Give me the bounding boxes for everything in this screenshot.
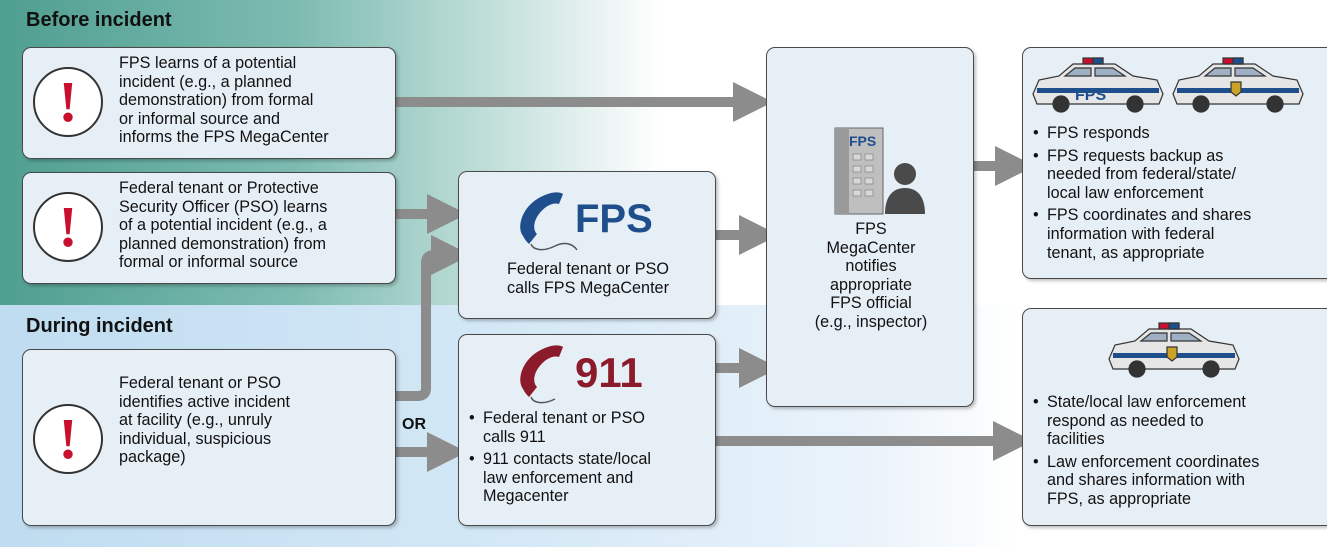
building-fps-text: FPS [849, 133, 876, 149]
list-item: Law enforcement coordinates and shares i… [1033, 453, 1327, 509]
local-response-list: State/local law enforcement respond as n… [1033, 393, 1327, 513]
source-tenant-text: Federal tenant or Protective Security Of… [119, 179, 328, 272]
call-911-box: 911 Federal tenant or PSO calls 911 911 … [458, 334, 716, 526]
building-icon: FPS [834, 127, 925, 215]
before-incident-title: Before incident [26, 9, 172, 31]
phone-handset-icon [520, 192, 563, 244]
local-police-car [1172, 57, 1304, 113]
police-cars-icon: FPS [1032, 57, 1304, 113]
alert-icon: ! [33, 192, 103, 262]
phone-handset-icon [520, 345, 563, 397]
phone-cord [530, 242, 578, 251]
person-body [885, 188, 925, 214]
source-formal-box: ! FPS learns of a potential incident (e.… [22, 47, 396, 159]
source-active-box: ! Federal tenant or PSO identifies activ… [22, 349, 396, 526]
arrow-active-to-callfps [396, 235, 471, 401]
megacenter-box: FPS FPS MegaCenter notifies appropriate … [766, 47, 974, 407]
local-police-car-icon [1108, 322, 1240, 378]
police-car-fps-text: FPS [1075, 87, 1106, 104]
911-logo-text: 911 [575, 349, 643, 396]
source-formal-text: FPS learns of a potential incident (e.g.… [119, 54, 329, 147]
call-911-list: Federal tenant or PSO calls 911 911 cont… [469, 409, 709, 510]
list-item: FPS responds [1033, 124, 1323, 143]
alert-icon: ! [33, 404, 103, 474]
alert-icon: ! [33, 67, 103, 137]
phone-911-logo: 911 [520, 345, 643, 404]
list-item: FPS requests backup as needed from feder… [1033, 147, 1323, 203]
call-fps-text: Federal tenant or PSO calls FPS MegaCent… [507, 260, 669, 297]
list-item: 911 contacts state/local law enforcement… [469, 450, 709, 506]
list-item: State/local law enforcement respond as n… [1033, 393, 1327, 449]
or-label: OR [402, 416, 426, 433]
list-item: FPS coordinates and shares information w… [1033, 206, 1323, 262]
list-item: Federal tenant or PSO calls 911 [469, 409, 709, 446]
megacenter-text: FPS MegaCenter notifies appropriate FPS … [814, 220, 928, 331]
source-tenant-box: ! Federal tenant or Protective Security … [22, 172, 396, 284]
fps-police-car [1032, 57, 1164, 113]
phone-fps-logo: FPS [520, 192, 653, 251]
fps-logo-text: FPS [575, 197, 653, 241]
during-incident-title: During incident [26, 315, 173, 337]
local-response-box: State/local law enforcement respond as n… [1022, 308, 1327, 526]
call-fps-box: FPS Federal tenant or PSO calls FPS Mega… [458, 171, 716, 319]
person-head [894, 163, 916, 185]
fps-response-list: FPS responds FPS requests backup as need… [1033, 124, 1323, 266]
fps-response-box: FPS FPS responds FPS requests backup as … [1022, 47, 1327, 279]
source-active-text: Federal tenant or PSO identifies active … [119, 374, 290, 467]
phone-cord [530, 396, 556, 404]
